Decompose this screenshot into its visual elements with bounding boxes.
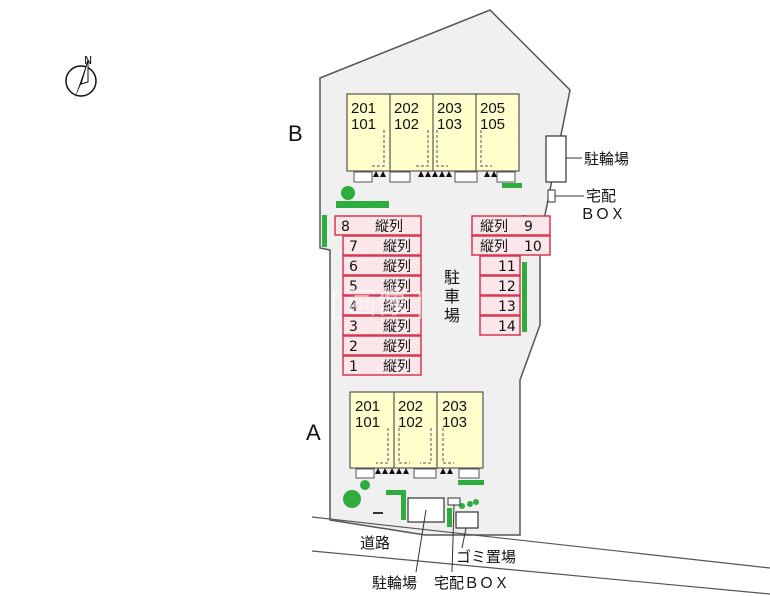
b-unit-4-lower: 105: [480, 116, 505, 133]
parking-slot-number: 8: [341, 219, 350, 235]
parking-slot: 縦列 10: [471, 235, 551, 256]
building-a: 201 101 202 102 203 103: [349, 391, 484, 479]
parking-slot-number: 7: [349, 239, 358, 255]
road-edge-lower: [311, 550, 770, 595]
road-edge-upper: [311, 516, 770, 569]
parking-slot: 縦列 9: [471, 215, 551, 236]
parking-slot: 14: [479, 315, 521, 336]
bike-parking-bottom-label: 駐輪場: [372, 574, 417, 592]
parking-slot-number: 9: [524, 219, 533, 235]
parking-slot-number: 5: [349, 279, 358, 295]
parking-slot-type: 縦列: [383, 339, 411, 355]
compass-icon: N: [65, 54, 97, 100]
a-unit-3-lower: 103: [442, 414, 467, 431]
bike-parking-top-label: 駐輪場: [584, 150, 629, 168]
parking-slot-type: 縦列: [383, 239, 411, 255]
parking-slot: 8 縦列: [334, 215, 422, 236]
parking-slot: 4 縦列: [342, 295, 422, 316]
b-unit-2-lower: 102: [394, 116, 419, 133]
delivery-box-top-label-2: ＢＯＸ: [580, 205, 625, 223]
a-unit-2-lower: 102: [398, 414, 423, 431]
parking-slot-type: 縦列: [383, 319, 411, 335]
parking-slot-number: 6: [349, 259, 358, 275]
parking-slot-number: 12: [498, 279, 516, 295]
garbage-area: [455, 511, 479, 529]
parking-slot-type: 縦列: [383, 359, 411, 375]
watermark: [ 画像 ]: [330, 287, 423, 320]
b-unit-4-upper: 205: [480, 100, 505, 117]
parking-slot-number: 1: [349, 359, 358, 375]
parking-label-2: 車: [444, 287, 460, 306]
a-unit-3-upper: 203: [442, 398, 467, 415]
bike-parking-top: [545, 135, 567, 183]
building-a-label: A: [306, 420, 321, 445]
delivery-box-bottom-label: 宅配ＢＯＸ: [434, 574, 509, 592]
a-unit-1-upper: 201: [355, 398, 380, 415]
parking-label-3: 場: [444, 306, 460, 325]
parking-slot: 2 縦列: [342, 335, 422, 356]
parking-slot-type: 縦列: [383, 279, 411, 295]
parking-slot: 6 縦列: [342, 255, 422, 276]
parking-slot-type: 縦列: [480, 239, 508, 255]
b-unit-1-upper: 201: [351, 100, 376, 117]
a-unit-2-upper: 202: [398, 398, 423, 415]
b-unit-3-lower: 103: [437, 116, 462, 133]
delivery-box-bottom: [447, 497, 461, 506]
parking-slot: 12: [479, 275, 521, 296]
a-unit-1-lower: 101: [355, 414, 380, 431]
parking-slot-type: 縦列: [383, 259, 411, 275]
parking-slot: 13: [479, 295, 521, 316]
parking-slot-number: 10: [524, 239, 542, 255]
delivery-box-top-label-1: 宅配: [586, 187, 616, 205]
compass-north-label: N: [84, 54, 92, 67]
parking-slot-number: 2: [349, 339, 358, 355]
parking-slot-type: 縦列: [383, 299, 411, 315]
parking-slot: 11: [479, 255, 521, 276]
b-unit-2-upper: 202: [394, 100, 419, 117]
road-label: 道路: [360, 534, 390, 552]
b-unit-3-upper: 203: [437, 100, 462, 117]
parking-slot-type: 縦列: [480, 219, 508, 235]
parking-label-1: 駐: [444, 268, 460, 287]
parking-slot-number: 13: [498, 299, 516, 315]
building-b: 201 101 202 102 203 103 205 105: [346, 93, 520, 183]
parking-slot: 7 縦列: [342, 235, 422, 256]
parking-slot-number: 14: [498, 319, 516, 335]
parking-slot-number: 4: [349, 299, 358, 315]
parking-slot-type: 縦列: [375, 219, 403, 235]
parking-slot: 3 縦列: [342, 315, 422, 336]
parking-slot: 5 縦列: [342, 275, 422, 296]
parking-left-column: 8 縦列 7 縦列 6 縦列 5 縦列 4 縦列 3 縦列 2 縦列 1 縦列: [334, 215, 422, 376]
delivery-box-top: [547, 189, 556, 203]
parking-slot-number: 11: [498, 259, 516, 275]
parking-slot: 1 縦列: [342, 355, 422, 376]
parking-slot-number: 3: [349, 319, 358, 335]
parking-right-column: 縦列 9 縦列 10 11 12 13 14: [471, 215, 551, 336]
b-unit-1-lower: 101: [351, 116, 376, 133]
building-b-label: B: [288, 121, 303, 146]
garbage-label: ゴミ置場: [456, 548, 516, 566]
